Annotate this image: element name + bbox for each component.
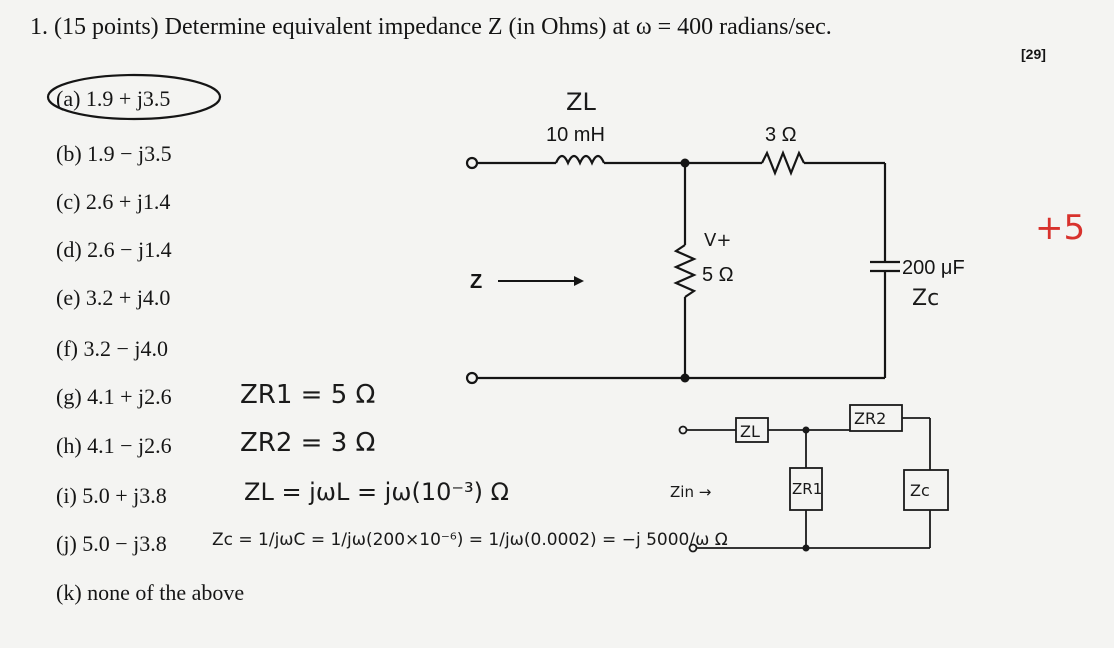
answer-circle [46,73,222,121]
handwritten-sketch [678,404,949,553]
capacitor-value: 200 μF [902,257,965,279]
handwritten-zr1: ZR1 = 5 Ω [240,380,376,410]
z-arrow-head [574,276,584,286]
question-title: 1. (15 points) Determine equivalent impe… [30,14,832,40]
handwritten-zl-equation: ZL = jωL = jω(10⁻³) Ω [244,478,509,506]
option-c[interactable]: (c) 2.6 + j1.4 [56,189,171,214]
option-h[interactable]: (h) 4.1 − j2.6 [56,433,172,458]
question-tag: [29] [1021,46,1046,62]
z-label: Z [470,271,482,293]
handwritten-zc-equation: Zc = 1/jωC = 1/jω(200×10⁻⁶) = 1/jω(0.000… [212,530,728,550]
sketch-zl: ZL [740,422,760,441]
inductor-note: ZL [566,88,596,116]
sketch-dot-bottom [802,544,810,552]
series-resistor-value: 3 Ω [765,124,797,146]
inductor-value: 10 mH [546,124,605,146]
sketch-zc: Zc [910,481,930,500]
sketch-zin: Zin → [670,483,711,501]
top-wire [465,150,900,385]
option-k[interactable]: (k) none of the above [56,580,245,605]
option-f[interactable]: (f) 3.2 − j4.0 [56,336,168,361]
option-d[interactable]: (d) 2.6 − j1.4 [56,237,172,262]
option-i[interactable]: (i) 5.0 + j3.8 [56,483,167,508]
sketch-zr1: ZR1 [792,480,822,498]
option-e[interactable]: (e) 3.2 + j4.0 [56,285,171,310]
grade-score: +5 [1035,208,1086,248]
capacitor-note: Zc [912,286,939,311]
option-a[interactable]: (a) 1.9 + j3.5 [56,86,171,111]
option-b[interactable]: (b) 1.9 − j3.5 [56,141,172,166]
shunt-resistor-value: 5 Ω [702,264,734,286]
junction-dot-top [680,158,690,168]
option-g[interactable]: (g) 4.1 + j2.6 [56,384,172,409]
sketch-dot-top [802,426,810,434]
junction-dot-bottom [680,373,690,383]
option-j[interactable]: (j) 5.0 − j3.8 [56,531,167,556]
handwritten-zr2: ZR2 = 3 Ω [240,428,376,458]
sketch-zr2: ZR2 [854,409,886,428]
shunt-note: V+ [704,230,731,251]
